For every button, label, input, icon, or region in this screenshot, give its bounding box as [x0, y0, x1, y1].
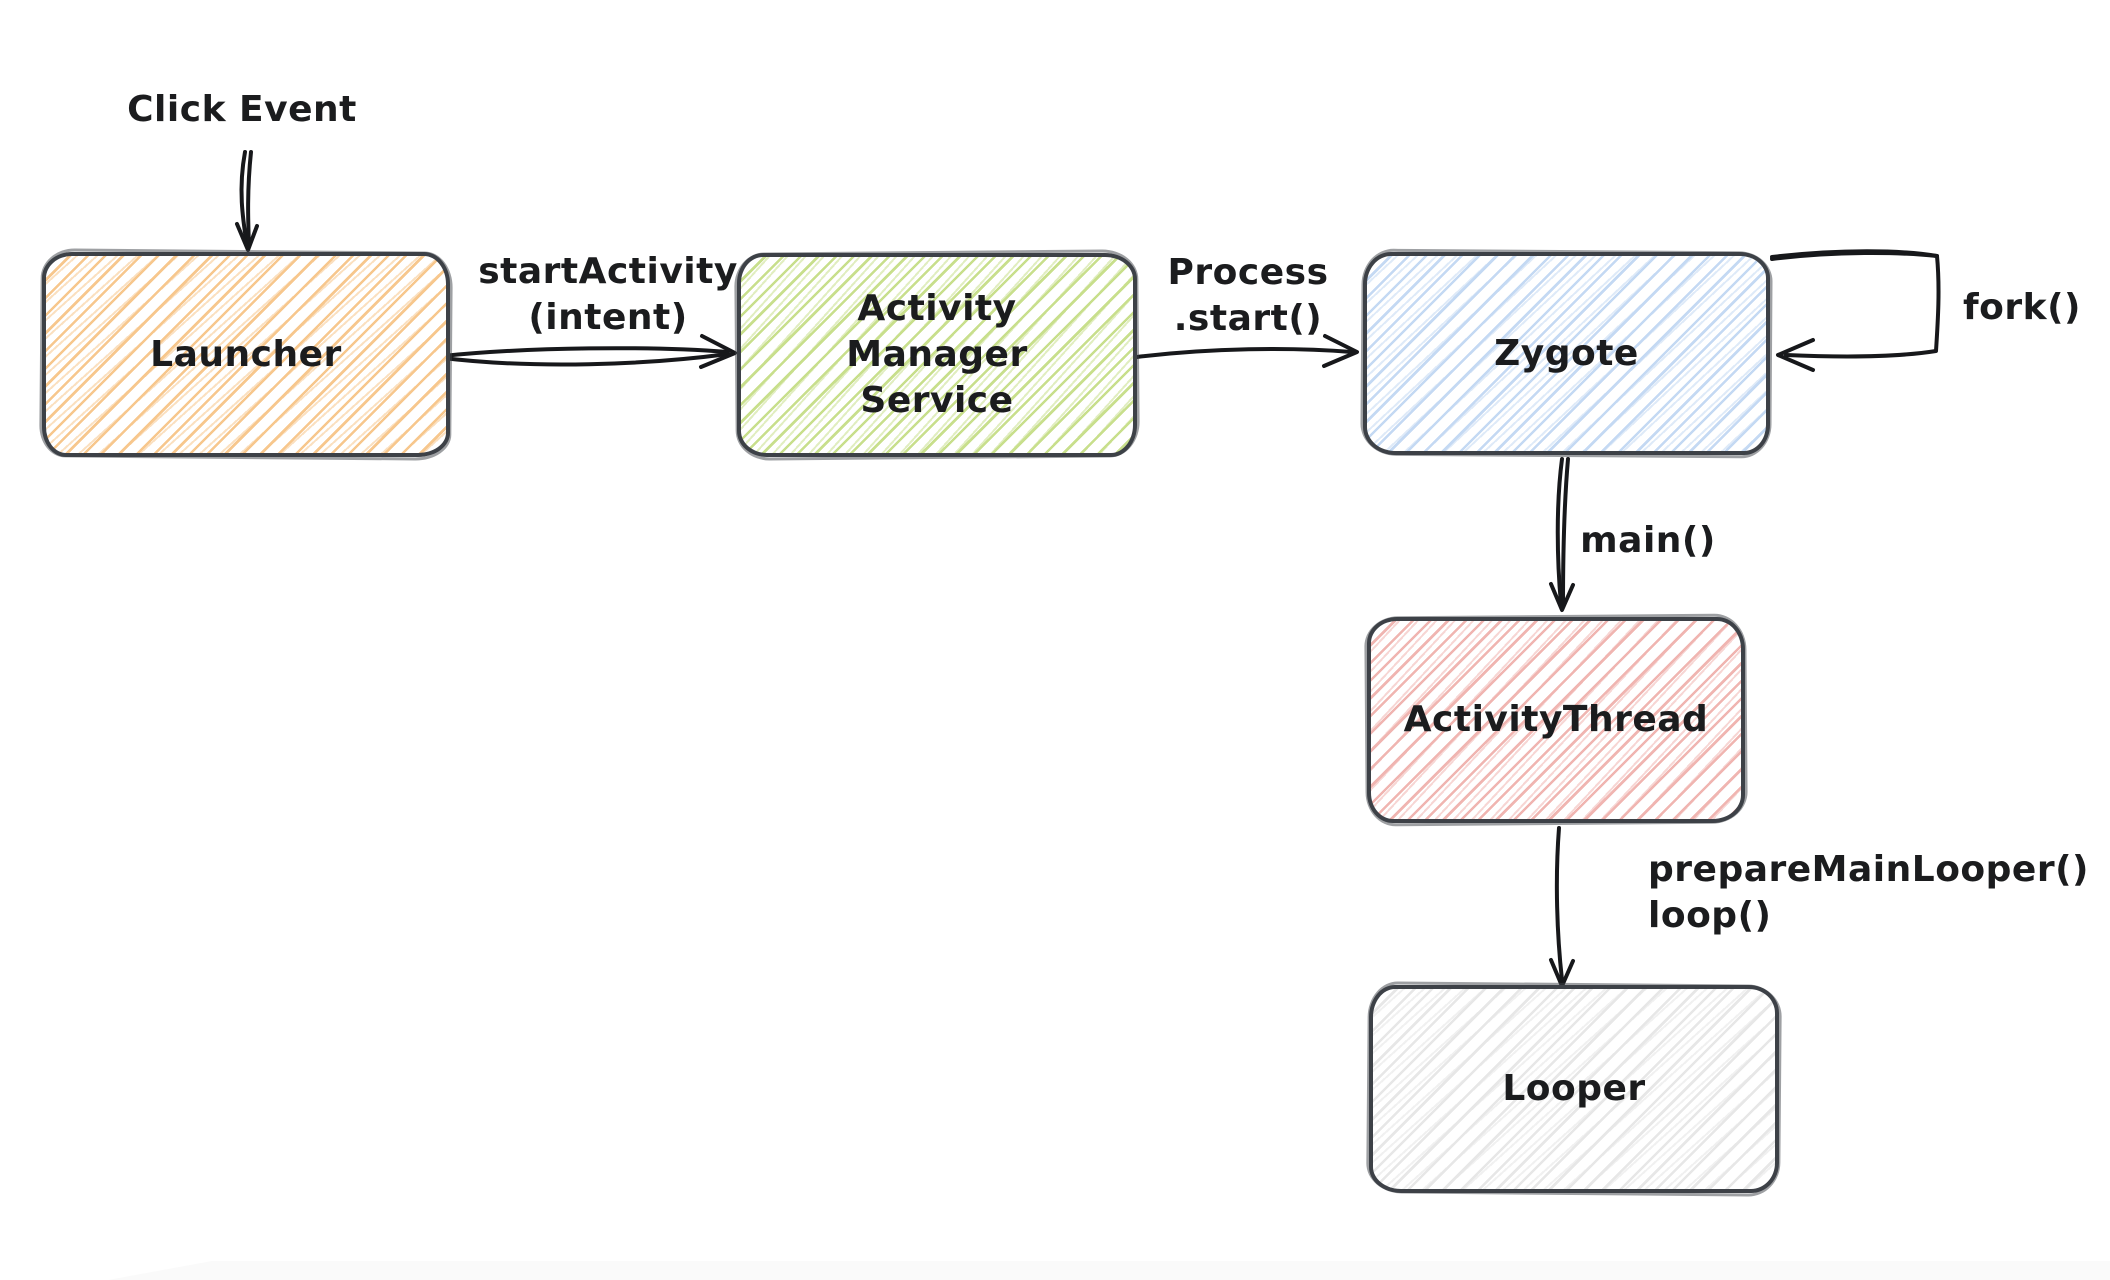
node-label: Launcher: [150, 333, 342, 375]
edge-label-main: main(): [1580, 520, 1716, 561]
node-label: ActivityThread: [1403, 699, 1709, 740]
node-launcher[interactable]: Launcher: [42, 252, 450, 457]
edge-label-prepare-main-looper: prepareMainLooper() loop(): [1648, 849, 2090, 936]
edge-label-fork: fork(): [1963, 287, 2081, 328]
node-label: Zygote: [1494, 332, 1639, 374]
arrow-click-event: [235, 150, 259, 252]
node-label: Activity Manager Service: [846, 288, 1028, 421]
arrow-prepare-main-looper: [1549, 826, 1575, 988]
node-zygote[interactable]: Zygote: [1363, 252, 1770, 455]
node-looper[interactable]: Looper: [1369, 985, 1779, 1193]
node-activity-thread[interactable]: ActivityThread: [1367, 617, 1745, 823]
edge-label-process-start: Process .start(): [1167, 252, 1329, 339]
edge-label-click-event: Click Event: [127, 89, 357, 130]
arrow-fork-self-loop: [1770, 249, 1941, 372]
arrow-main: [1549, 457, 1575, 612]
node-activity-manager-service[interactable]: Activity Manager Service: [737, 253, 1137, 457]
edge-label-start-activity: startActivity (intent): [478, 251, 738, 338]
window-bottom-edge: [108, 1261, 2110, 1280]
node-label: Looper: [1502, 1068, 1646, 1109]
